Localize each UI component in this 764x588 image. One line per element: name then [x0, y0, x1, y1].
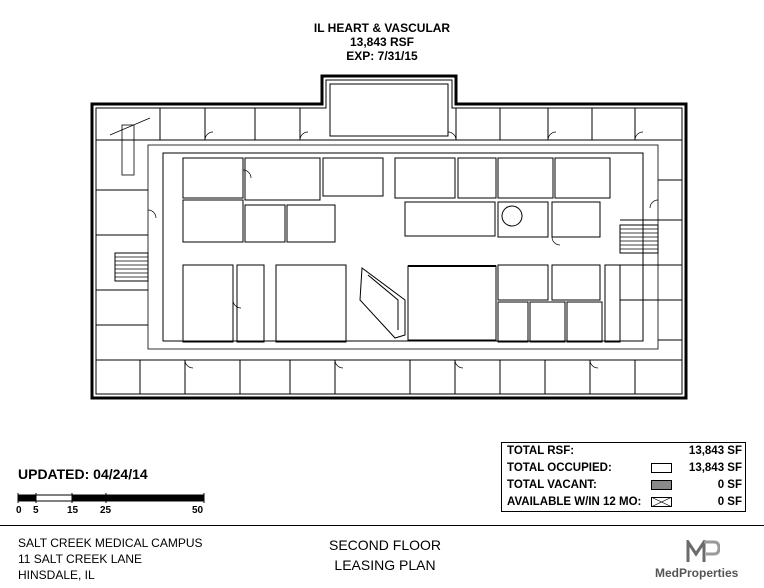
legend-value: 13,843 SF: [688, 462, 742, 474]
medproperties-logo-icon: [686, 540, 720, 562]
occupied-swatch: [651, 463, 672, 473]
brand-name: MedProperties: [655, 566, 739, 580]
available-swatch: [651, 497, 672, 507]
expiration-label: EXP: 7/31/15: [346, 49, 418, 63]
plan-title: SECOND FLOOR: [328, 537, 441, 553]
legend-box: TOTAL RSF: 13,843 SF TOTAL OCCUPIED: 13,…: [501, 442, 746, 512]
address-line-1: SALT CREEK MEDICAL CAMPUS: [18, 536, 203, 550]
legend-label: TOTAL RSF:: [507, 445, 575, 457]
floor-plan: [90, 74, 688, 400]
rsf-label: 13,843 RSF: [349, 35, 415, 49]
scale-label: 5: [33, 505, 39, 516]
plan-subtitle: LEASING PLAN: [334, 557, 436, 573]
address-line-2: 11 SALT CREEK LANE: [18, 552, 143, 566]
legend-value: 0 SF: [717, 479, 742, 491]
legend-label: TOTAL OCCUPIED:: [507, 462, 612, 474]
legend-value: 0 SF: [717, 496, 742, 508]
legend-value: 13,843 SF: [688, 445, 742, 457]
scale-bar: [17, 493, 205, 503]
legend-row-vacant: TOTAL VACANT: 0 SF: [507, 477, 742, 494]
legend-label: AVAILABLE W/IN 12 MO:: [507, 496, 642, 508]
legend-row-total-rsf: TOTAL RSF: 13,843 SF: [507, 443, 742, 460]
scale-label: 25: [100, 505, 112, 516]
tenant-name: IL HEART & VASCULAR: [313, 21, 451, 35]
scale-label: 50: [192, 505, 204, 516]
scale-label: 15: [67, 505, 79, 516]
updated-date: UPDATED: 04/24/14: [18, 466, 148, 482]
scale-label: 0: [16, 505, 22, 516]
legend-row-available: AVAILABLE W/IN 12 MO: 0 SF: [507, 494, 742, 511]
address-line-3: HINSDALE, IL: [18, 568, 95, 582]
vacant-swatch: [651, 480, 672, 490]
legend-row-occupied: TOTAL OCCUPIED: 13,843 SF: [507, 460, 742, 477]
legend-label: TOTAL VACANT:: [507, 479, 597, 491]
footer-divider: [0, 525, 764, 526]
